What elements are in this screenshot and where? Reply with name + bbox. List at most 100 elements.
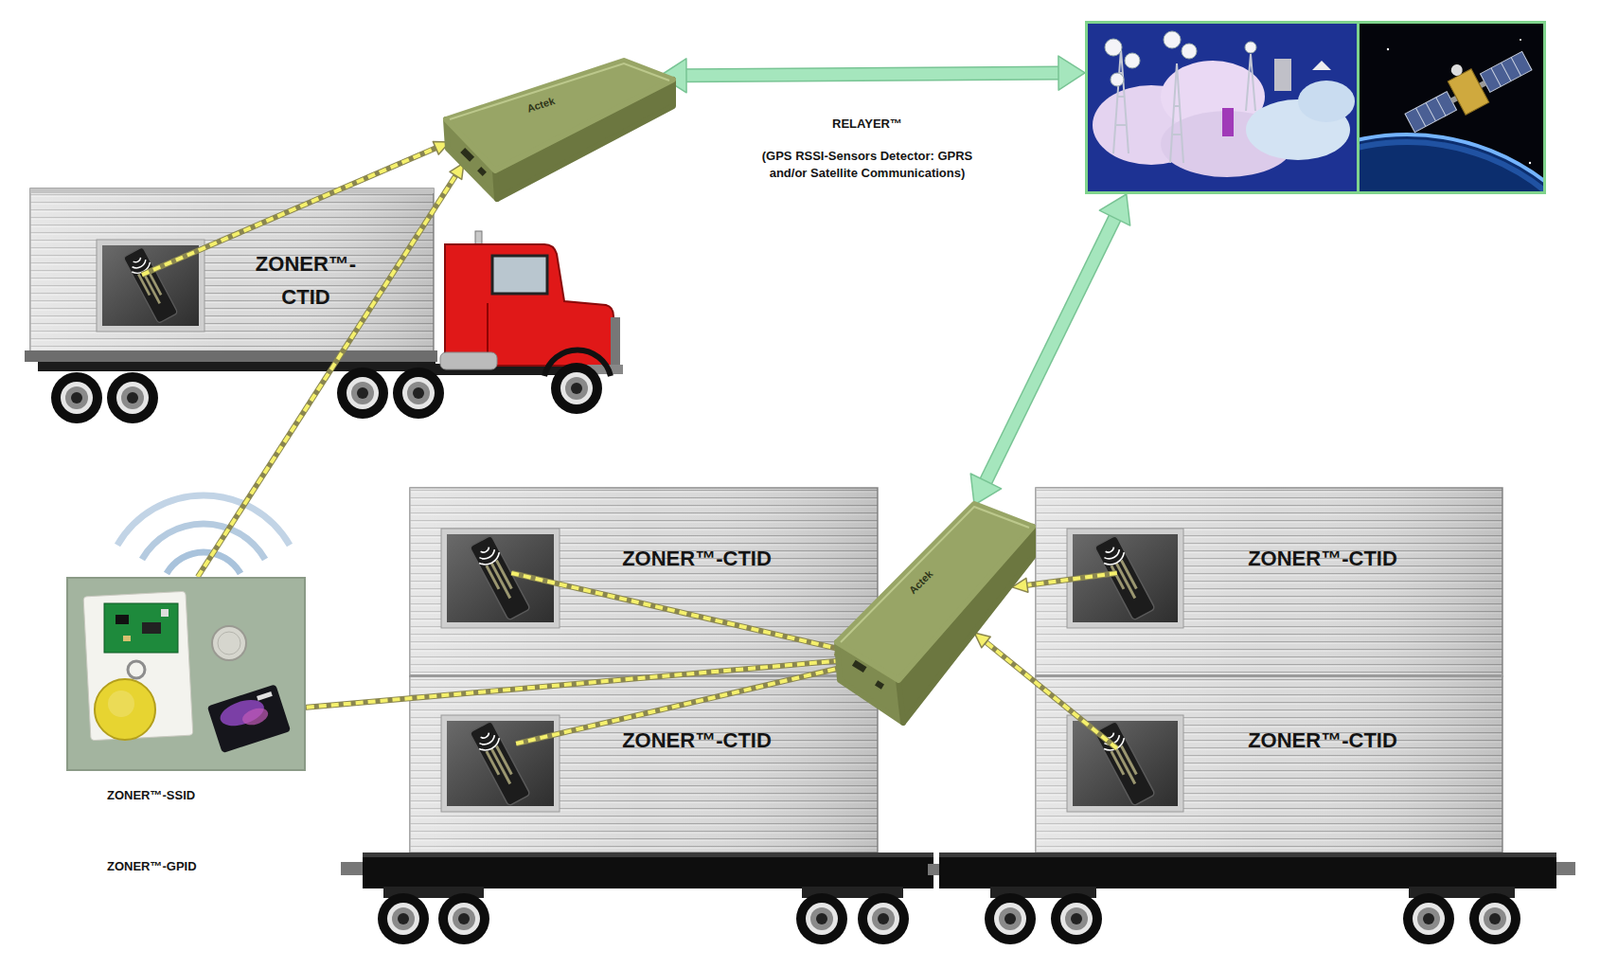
- network-satellite-art: [1170, 63, 1184, 163]
- relayer-art: [445, 60, 674, 171]
- flatcars: [857, 892, 909, 944]
- containers: [1035, 487, 1503, 676]
- flatcars: [362, 852, 934, 857]
- flatcars: [939, 852, 1557, 857]
- flatcars: [1556, 861, 1576, 875]
- flatcars: [362, 852, 934, 889]
- link-line: [983, 640, 1118, 748]
- text-slot: (GPS RSSI-Sensors Detector: GPRS and/or …: [753, 147, 981, 182]
- link-line: [1024, 572, 1118, 586]
- containers: [1094, 720, 1156, 806]
- link-line: [983, 213, 1118, 486]
- truck-cab: [492, 255, 548, 294]
- tag-photo-art: [212, 625, 247, 660]
- link-line: [282, 659, 844, 710]
- network-satellite-art: [1110, 72, 1124, 87]
- radio-link-arrow: [197, 162, 464, 577]
- containers: [441, 714, 560, 812]
- network-satellite-art: [1244, 41, 1257, 54]
- signal-waves: [117, 495, 290, 574]
- network-satellite-art: [1395, 34, 1536, 141]
- container-box: ZONER™-CTID: [409, 675, 878, 853]
- text-slot: ZONER™- CTID: [244, 247, 368, 314]
- link-line: [197, 173, 458, 577]
- trailer: [106, 372, 159, 424]
- data-link-arrow: [970, 194, 1131, 505]
- tag-photo-art: [207, 683, 291, 753]
- flatcars: [377, 892, 429, 944]
- flatcars: [340, 852, 1576, 944]
- logo-text: Actek: [525, 93, 557, 116]
- containers: [409, 487, 1503, 853]
- truck-cab: [444, 244, 616, 366]
- tag-photo-art: [142, 622, 161, 634]
- radio-link-arrow: [511, 572, 852, 656]
- arrow-head: [1058, 55, 1085, 90]
- containers: [409, 487, 878, 676]
- relayer-art: [460, 147, 475, 162]
- containers: [409, 675, 878, 853]
- relayer-art: [836, 503, 1033, 680]
- tag-photo-art: [83, 590, 194, 740]
- containers: [1094, 720, 1156, 806]
- truck-cab: [486, 302, 489, 360]
- network-satellite-art: [1113, 49, 1256, 163]
- tag-label: ZONER™-SSID: [106, 786, 268, 804]
- device-title: RELAYER™: [753, 115, 981, 133]
- relayer-device: [832, 499, 1036, 728]
- tag-photo-art: [115, 614, 129, 624]
- tag-photo-art: [256, 691, 273, 701]
- tag-photo-art: [83, 590, 194, 740]
- containers: [1035, 487, 1503, 676]
- text-slot: RELAYER™: [753, 115, 981, 133]
- tag-photo-art: [123, 635, 131, 641]
- network-satellite-art: [1449, 62, 1465, 78]
- trailer: [51, 372, 103, 424]
- containers: [1035, 675, 1503, 853]
- tag-photo-art: [127, 660, 145, 678]
- truck-cab: [337, 231, 623, 419]
- network-satellite-art: [1222, 107, 1234, 137]
- trailer: [30, 188, 434, 353]
- tag-photo: ZONER™-SSIDZONER™-GPID: [66, 576, 306, 771]
- text-slot: ZONER™-CTID: [1218, 544, 1427, 573]
- signal-waves: [142, 523, 266, 560]
- truck-cab: [337, 367, 389, 419]
- text-slot: ZONER™-CTID: [1218, 726, 1427, 755]
- link-line: [1024, 572, 1118, 586]
- relayer-art: [440, 56, 677, 232]
- trailer: [123, 247, 178, 324]
- tag-photo-art: [160, 608, 169, 617]
- logo-text: Actek: [906, 567, 936, 597]
- label-slot: Actek: [906, 567, 936, 597]
- network-satellite-art: [1124, 53, 1140, 69]
- flatcars: [1469, 892, 1521, 944]
- link-line: [197, 173, 458, 577]
- network-satellite-art: [1447, 69, 1490, 115]
- device-description: (GPS RSSI-Sensors Detector: GPRS and/or …: [753, 147, 981, 182]
- network-satellite-art: [1274, 58, 1292, 91]
- network-satellite-art: [1416, 57, 1522, 127]
- tag-label: ZONER™-GPID: [106, 857, 268, 875]
- arrow-head: [1099, 194, 1130, 226]
- flatcars: [939, 852, 1557, 889]
- containers: [1035, 674, 1503, 677]
- arrow-head: [974, 632, 991, 648]
- radio-link-arrow: [1012, 572, 1118, 592]
- text-slot: ZONER™-GPID: [106, 857, 268, 875]
- tag-photo-art: [107, 690, 135, 717]
- network-satellite-art: [1163, 31, 1181, 49]
- flatcars: [1050, 892, 1103, 944]
- text-slot: ZONER™-CTID: [592, 726, 801, 755]
- link-line: [680, 72, 1064, 76]
- tag-photo-art: [66, 576, 306, 771]
- radio-link-arrow: [974, 632, 1118, 748]
- trailer: [37, 361, 436, 372]
- truck-cab: [551, 362, 603, 414]
- network-satellite-art: [1181, 43, 1197, 59]
- relayer-art: [477, 166, 487, 177]
- container-box: ZONER™-CTID: [1035, 487, 1503, 676]
- truck-cab: [440, 352, 498, 370]
